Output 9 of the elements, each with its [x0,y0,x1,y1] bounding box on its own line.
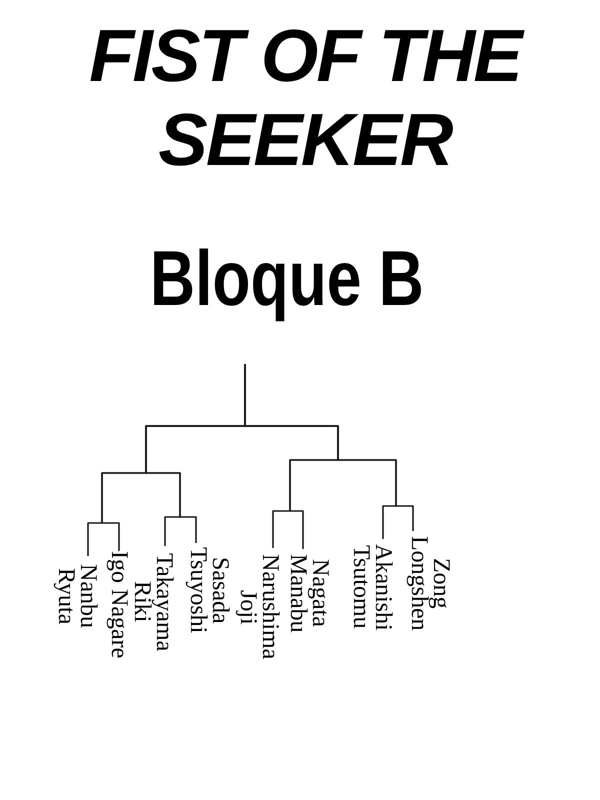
contestant-name: Igo Nagare [108,551,130,658]
contestant-name: Nagata Manabu [287,549,331,637]
contestant-name: Sasada Tsuyoshi [187,543,231,637]
contestant-name: Zong Longshen [408,531,452,635]
contestant-name: Nanbu Ryuta [55,556,99,636]
contestant-name: Narushima Joji [237,548,281,666]
contestant-name: Takayama Riki [131,546,175,658]
contestant-name: Akanishi Tsutomu [350,539,394,635]
title: FIST OF THE SEEKER [60,14,550,182]
